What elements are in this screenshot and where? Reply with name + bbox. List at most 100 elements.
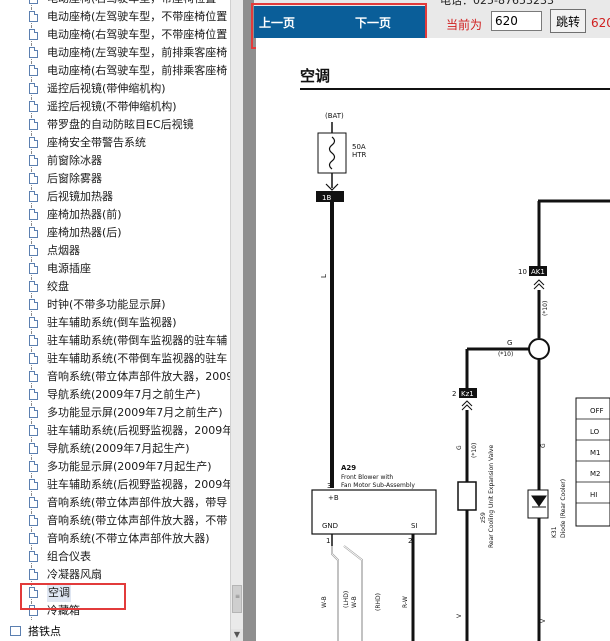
- tree-item[interactable]: 遥控后视镜(不带伸缩机构): [0, 98, 230, 116]
- tree-item-label: 驻车辅助系统(带倒车监视器的驻车辅: [47, 334, 228, 347]
- tree-item-label: 带罗盘的自动防眩目EC后视镜: [47, 118, 194, 131]
- page-total-text: 620: [591, 16, 610, 30]
- tree-item[interactable]: 电动座椅(左驾驶车型，不带座椅位置: [0, 8, 230, 26]
- tree-item[interactable]: 电源插座: [0, 260, 230, 278]
- tree-item-label: 时钟(不带多功能显示屏): [47, 298, 166, 311]
- document-icon: [29, 83, 38, 94]
- document-icon: [29, 587, 38, 598]
- tree-item-label: 驻车辅助系统(不带倒车监视器的驻车: [47, 352, 228, 365]
- wire-wb-lhd: [331, 546, 339, 641]
- tree-item-label: 电动座椅(右驾驶车型，前排乘客座椅: [47, 64, 228, 77]
- tree-item-label: 遥控后视镜(不带伸缩机构): [47, 100, 177, 113]
- page-number-input[interactable]: [491, 11, 542, 31]
- tree-item[interactable]: 音响系统(带立体声部件放大器，带导: [0, 494, 230, 512]
- tree-item[interactable]: 导航系统(2009年7月之前生产): [0, 386, 230, 404]
- wire-g-label-2: G: [456, 445, 463, 450]
- tree-item-label: 座椅加热器(后): [47, 226, 122, 239]
- document-icon: [29, 389, 38, 400]
- plus-b-label: +B: [328, 494, 339, 502]
- document-icon: [29, 497, 38, 508]
- tree-item[interactable]: 座椅加热器(后): [0, 224, 230, 242]
- document-icon: [29, 47, 38, 58]
- highlight-box-selected-item: [20, 583, 126, 610]
- document-icon: [29, 299, 38, 310]
- wiring-diagram: 空调 (BAT) 50A HTR 1B L 10 AK1 (*10) G (*1…: [300, 67, 610, 641]
- si-label: SI: [411, 522, 418, 530]
- tree-item[interactable]: 冷凝器风扇: [0, 566, 230, 584]
- tree-item[interactable]: 电动座椅(右驾驶车型，带座椅位置: [0, 0, 230, 8]
- tree-item-label: 组合仪表: [47, 550, 91, 563]
- tree-item-label: 多功能显示屏(2009年7月起生产): [47, 460, 212, 473]
- tree-item-label: 电动座椅(右驾驶车型，带座椅位置: [47, 0, 216, 8]
- tree-item[interactable]: 座椅加热器(前): [0, 206, 230, 224]
- tree-item-label: 电源插座: [47, 262, 91, 275]
- document-icon: [29, 551, 38, 562]
- k31-code: K31: [551, 526, 558, 538]
- ak1-label: AK1: [531, 268, 545, 276]
- tree-item-label: 电动座椅(左驾驶车型，前排乘客座椅: [47, 46, 228, 59]
- tree-item[interactable]: 空调: [0, 584, 230, 602]
- connector-ak1: [529, 266, 547, 276]
- pin-2: 2: [408, 537, 412, 545]
- tree-item[interactable]: 驻车辅助系统(不带倒车监视器的驻车: [0, 350, 230, 368]
- tree-item[interactable]: 多功能显示屏(2009年7月起生产): [0, 458, 230, 476]
- tree-item[interactable]: 冷藏箱: [0, 602, 230, 620]
- document-icon: [29, 407, 38, 418]
- valve-box: [457, 481, 477, 511]
- tree-item-label: 座椅安全带警告系统: [47, 136, 146, 149]
- tree-item[interactable]: 驻车辅助系统(倒车监视器): [0, 314, 230, 332]
- tree-item[interactable]: 电动座椅(右驾驶车型，前排乘客座椅: [0, 62, 230, 80]
- tree-item[interactable]: 驻车辅助系统(后视野监视器，2009年: [0, 476, 230, 494]
- tree-item[interactable]: 音响系统(带立体声部件放大器，不带: [0, 512, 230, 530]
- tree-item-label: 遥控后视镜(带伸缩机构): [47, 82, 166, 95]
- tree-item[interactable]: 导航系统(2009年7月起生产): [0, 440, 230, 458]
- kz1-pin: 2: [452, 390, 456, 398]
- tree-item[interactable]: 时钟(不带多功能显示屏): [0, 296, 230, 314]
- document-icon: [29, 515, 38, 526]
- scroll-thumb[interactable]: ≡: [232, 585, 242, 613]
- tree-item[interactable]: 座椅安全带警告系统: [0, 134, 230, 152]
- document-icon: [29, 227, 38, 238]
- book-icon: [10, 626, 21, 636]
- tree-item[interactable]: 电动座椅(右驾驶车型，不带座椅位置: [0, 26, 230, 44]
- fuse-name: HTR: [352, 151, 367, 159]
- document-icon: [29, 155, 38, 166]
- fuse-amp: 50A: [352, 143, 366, 151]
- connector-1b-label: 1B: [322, 194, 331, 202]
- document-icon: [29, 101, 38, 112]
- tree-item[interactable]: 遥控后视镜(带伸缩机构): [0, 80, 230, 98]
- tree-item[interactable]: 组合仪表: [0, 548, 230, 566]
- tree-item[interactable]: 绞盘: [0, 278, 230, 296]
- document-icon: [29, 263, 38, 274]
- tree-item-label: 音响系统(带立体声部件放大器，不带: [47, 514, 228, 527]
- tree-item-label: 音响系统(不带立体声部件放大器): [47, 532, 210, 545]
- wire-rw-label: R-W: [402, 596, 409, 608]
- tree-item[interactable]: 电动座椅(左驾驶车型，前排乘客座椅: [0, 44, 230, 62]
- tree-item[interactable]: 前窗除冰器: [0, 152, 230, 170]
- next-page-link[interactable]: 下一页: [355, 16, 392, 30]
- wire-wb-rhd-core: [343, 545, 363, 641]
- navigation-tree: 电动座椅(右驾驶车型，带座椅位置电动座椅(左驾驶车型，不带座椅位置电动座椅(右驾…: [0, 0, 230, 641]
- wire-rhd-label: (RHD): [375, 593, 382, 611]
- tree-item[interactable]: 后窗除雾器: [0, 170, 230, 188]
- tree-scrollbar[interactable]: ≡ ▼: [230, 0, 243, 641]
- pin-1: 1: [326, 537, 330, 545]
- jump-button[interactable]: 跳转: [550, 9, 586, 33]
- document-icon: [29, 425, 38, 436]
- tree-item[interactable]: 带罗盘的自动防眩目EC后视镜: [0, 116, 230, 134]
- tree-item[interactable]: 音响系统(不带立体声部件放大器): [0, 530, 230, 548]
- document-icon: [29, 209, 38, 220]
- document-icon: [29, 479, 38, 490]
- tree-node-ground-points[interactable]: 搭铁点: [0, 622, 230, 641]
- tree-item[interactable]: 音响系统(带立体声部件放大器，2009: [0, 368, 230, 386]
- tree-item[interactable]: 驻车辅助系统(带倒车监视器的驻车辅: [0, 332, 230, 350]
- tree-item[interactable]: 驻车辅助系统(后视野监视器，2009年: [0, 422, 230, 440]
- document-icon: [29, 533, 38, 544]
- prev-page-link[interactable]: 上一页: [259, 16, 296, 30]
- tree-item[interactable]: 多功能显示屏(2009年7月之前生产): [0, 404, 230, 422]
- connector-1b: [316, 191, 344, 202]
- scroll-down-arrow-icon[interactable]: ▼: [231, 629, 243, 641]
- tree-node-label: 搭铁点: [28, 625, 61, 638]
- tree-item[interactable]: 后视镜加热器: [0, 188, 230, 206]
- tree-item[interactable]: 点烟器: [0, 242, 230, 260]
